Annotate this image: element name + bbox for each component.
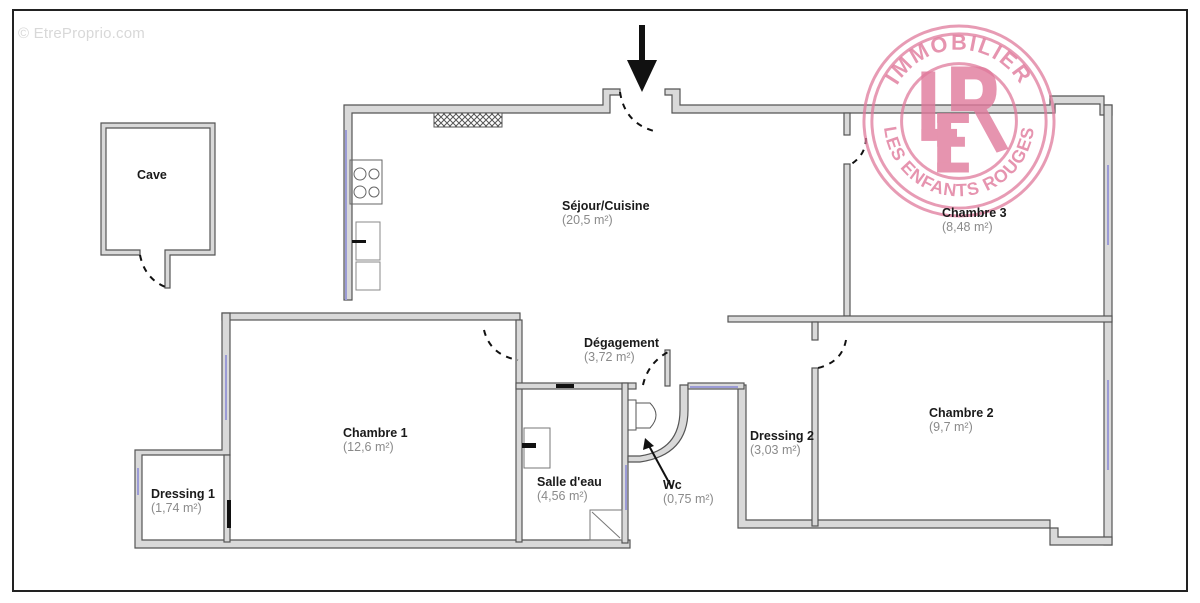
room-label-cave: Cave xyxy=(137,168,167,182)
mid-wall-right xyxy=(727,315,1113,323)
shower-tray xyxy=(589,509,623,541)
salle-top-wall xyxy=(515,382,637,390)
salle-right-wall xyxy=(621,382,629,544)
dressing2-right-wall xyxy=(811,321,819,341)
dressing1-right-wall xyxy=(223,454,231,543)
bottom-right-wall xyxy=(737,384,1113,546)
mid-wall-left xyxy=(221,312,521,321)
plan-frame xyxy=(12,9,1188,592)
room-label-chambre-3: Chambre 3(8,48 m²) xyxy=(942,206,1007,234)
degagement-right-post xyxy=(664,349,671,387)
entrance-door-swing xyxy=(619,91,659,133)
room-label-chambre-2: Chambre 2(9,7 m²) xyxy=(929,406,994,434)
cave-walls xyxy=(100,122,216,289)
room-label-dressing-2: Dressing 2(3,03 m²) xyxy=(750,429,814,457)
room-label-sejour-cuisine: Séjour/Cuisine(20,5 m²) xyxy=(562,199,650,227)
chambre2-door-swing xyxy=(817,339,847,369)
wc-door-swing xyxy=(642,351,669,386)
room-label-dressing-1: Dressing 1(1,74 m²) xyxy=(151,487,215,515)
chambre1-door-swing xyxy=(483,329,519,361)
chambre1-right-wall xyxy=(515,319,523,543)
room-label-wc: Wc(0,75 m²) xyxy=(663,478,714,506)
ventilation-grille xyxy=(433,112,503,128)
room-label-salle-deau: Salle d'eau(4,56 m²) xyxy=(537,475,602,503)
dressing2-right-wall-lower xyxy=(811,367,819,527)
chambre3-left-wall xyxy=(843,112,851,136)
agency-stamp-logo: IMMOBILIER LES ENFANTS ROUGES xyxy=(862,24,1056,218)
sejour-top-wall xyxy=(343,88,621,301)
room-label-degagement: Dégagement(3,72 m²) xyxy=(584,336,660,364)
kitchen-sink xyxy=(355,221,381,291)
cooktop xyxy=(349,159,383,205)
cave-door-swing xyxy=(139,254,169,289)
wc-wall xyxy=(627,384,689,463)
chambre3-left-wall-lower xyxy=(843,163,851,317)
room-label-chambre-1: Chambre 1(12,6 m²) xyxy=(343,426,408,454)
watermark: © EtreProprio.com xyxy=(18,25,145,42)
toilet xyxy=(627,399,657,431)
arrow-down-icon xyxy=(627,25,657,92)
chambre1-outer-wall xyxy=(134,312,631,549)
